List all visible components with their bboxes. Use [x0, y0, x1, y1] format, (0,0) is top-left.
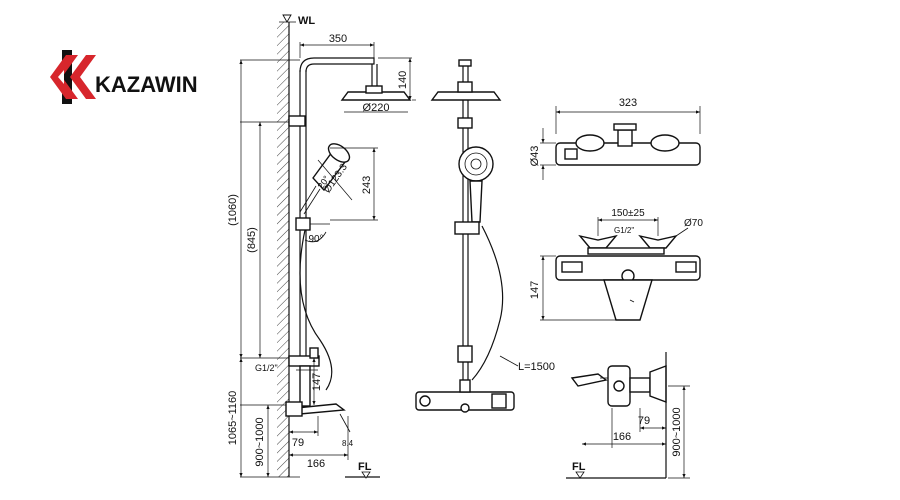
dim-90-degree: 90°	[308, 234, 323, 245]
dim-1065-1160: 1065~1160	[227, 391, 239, 446]
dim-323: 323	[619, 97, 637, 109]
dim-243: 243	[361, 176, 373, 194]
front-view-shower-column	[415, 59, 519, 413]
dim-dia220: Ø220	[363, 102, 390, 114]
dim-140: 140	[397, 71, 409, 89]
dim-845: (845)	[246, 227, 258, 253]
side-view-shower-column	[285, 42, 416, 460]
dim-166-left: 166	[307, 458, 325, 470]
dim-79-right: 79	[638, 415, 650, 427]
brand-name: KAZAWIN	[95, 72, 198, 97]
dim-147-right: 147	[529, 281, 541, 299]
dim-150-25: 150±25	[611, 208, 645, 219]
brand-logo: KAZAWIN	[50, 50, 198, 104]
hand-shower-front-icon	[458, 146, 494, 223]
hand-shower-icon	[299, 143, 351, 215]
front-view-valve	[540, 217, 701, 321]
fl-marker-right-icon	[575, 471, 585, 479]
dim-1060: (1060)	[227, 194, 239, 226]
dim-dia70: Ø70	[684, 218, 703, 229]
dim-350: 350	[329, 33, 347, 45]
dim-900-1000-left: 900~1000	[254, 417, 266, 466]
dim-147-left: 147	[311, 373, 323, 391]
wl-label: WL	[298, 15, 315, 27]
fl-label-left: FL	[358, 461, 372, 473]
g-half-left: G1/2"	[255, 363, 278, 373]
fl-label-right: FL	[572, 461, 586, 473]
wall-section	[277, 14, 296, 477]
hose-length-label: L=1500	[518, 361, 555, 373]
dim-79-left: 79	[292, 437, 304, 449]
top-view-valve	[540, 106, 701, 180]
fl-marker-left-icon	[361, 471, 371, 479]
logo-mark-icon	[50, 50, 96, 104]
dim-166-right: 166	[613, 431, 631, 443]
g-half-right: G1/2"	[614, 226, 634, 235]
dim-900-1000-right: 900~1000	[671, 407, 683, 456]
dim-dia43: Ø43	[529, 146, 541, 167]
side-view-valve	[566, 352, 690, 479]
dim-8-4: 8.4	[342, 439, 354, 448]
